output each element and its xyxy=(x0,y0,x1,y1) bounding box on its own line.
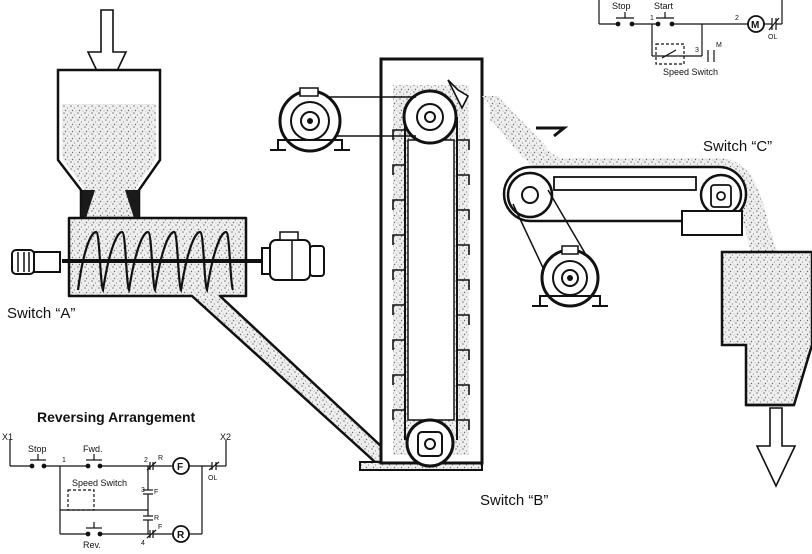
reversing-circuit xyxy=(9,440,227,543)
top-ol-label: OL xyxy=(768,34,777,41)
rev-contact-r1: R xyxy=(158,455,163,462)
top-motor-label: M xyxy=(751,20,759,31)
top-start-label: Start xyxy=(654,1,674,11)
top-node-1: 1 xyxy=(650,15,654,22)
belt-conveyor xyxy=(502,165,748,308)
screw-conveyor xyxy=(11,216,400,464)
rev-ol-label: OL xyxy=(208,475,217,482)
switch-a-label: Switch “A” xyxy=(7,305,75,322)
rev-forward-coil: F xyxy=(177,462,183,473)
rev-x2-label: X2 xyxy=(220,432,231,442)
outlet-arrow xyxy=(755,407,797,488)
rev-speed-switch-label: Speed Switch xyxy=(72,478,127,488)
bucket-elevator xyxy=(359,57,569,471)
rev-stop-label: Stop xyxy=(28,444,47,454)
switch-c-label: Switch “C” xyxy=(703,138,772,155)
top-speed-switch-label: Speed Switch xyxy=(663,67,718,77)
rev-node-1: 1 xyxy=(62,457,66,464)
receiving-bin xyxy=(720,250,812,407)
rev-node-2: 2 xyxy=(144,457,148,464)
rev-fwd-label: Fwd. xyxy=(83,444,103,454)
rev-node-3: 3 xyxy=(141,487,145,494)
reversing-title: Reversing Arrangement xyxy=(37,409,196,425)
top-node-3: 3 xyxy=(695,47,699,54)
elevator-drive-motor xyxy=(270,87,416,153)
rev-contact-f2: F xyxy=(158,524,162,531)
inlet-hopper xyxy=(56,68,162,220)
rev-contact-f1: F xyxy=(154,489,158,496)
top-stop-label: Stop xyxy=(612,1,631,11)
rev-reverse-coil: R xyxy=(177,530,185,541)
top-aux-contact-label: M xyxy=(716,42,722,49)
top-control-circuit xyxy=(598,0,783,65)
rev-x1-label: X1 xyxy=(2,432,13,442)
rev-contact-r2: R xyxy=(154,515,159,522)
rev-node-4: 4 xyxy=(141,540,145,547)
rev-rev-label: Rev. xyxy=(83,540,101,549)
top-node-2: 2 xyxy=(735,15,739,22)
switch-b-label: Switch “B” xyxy=(480,492,548,509)
